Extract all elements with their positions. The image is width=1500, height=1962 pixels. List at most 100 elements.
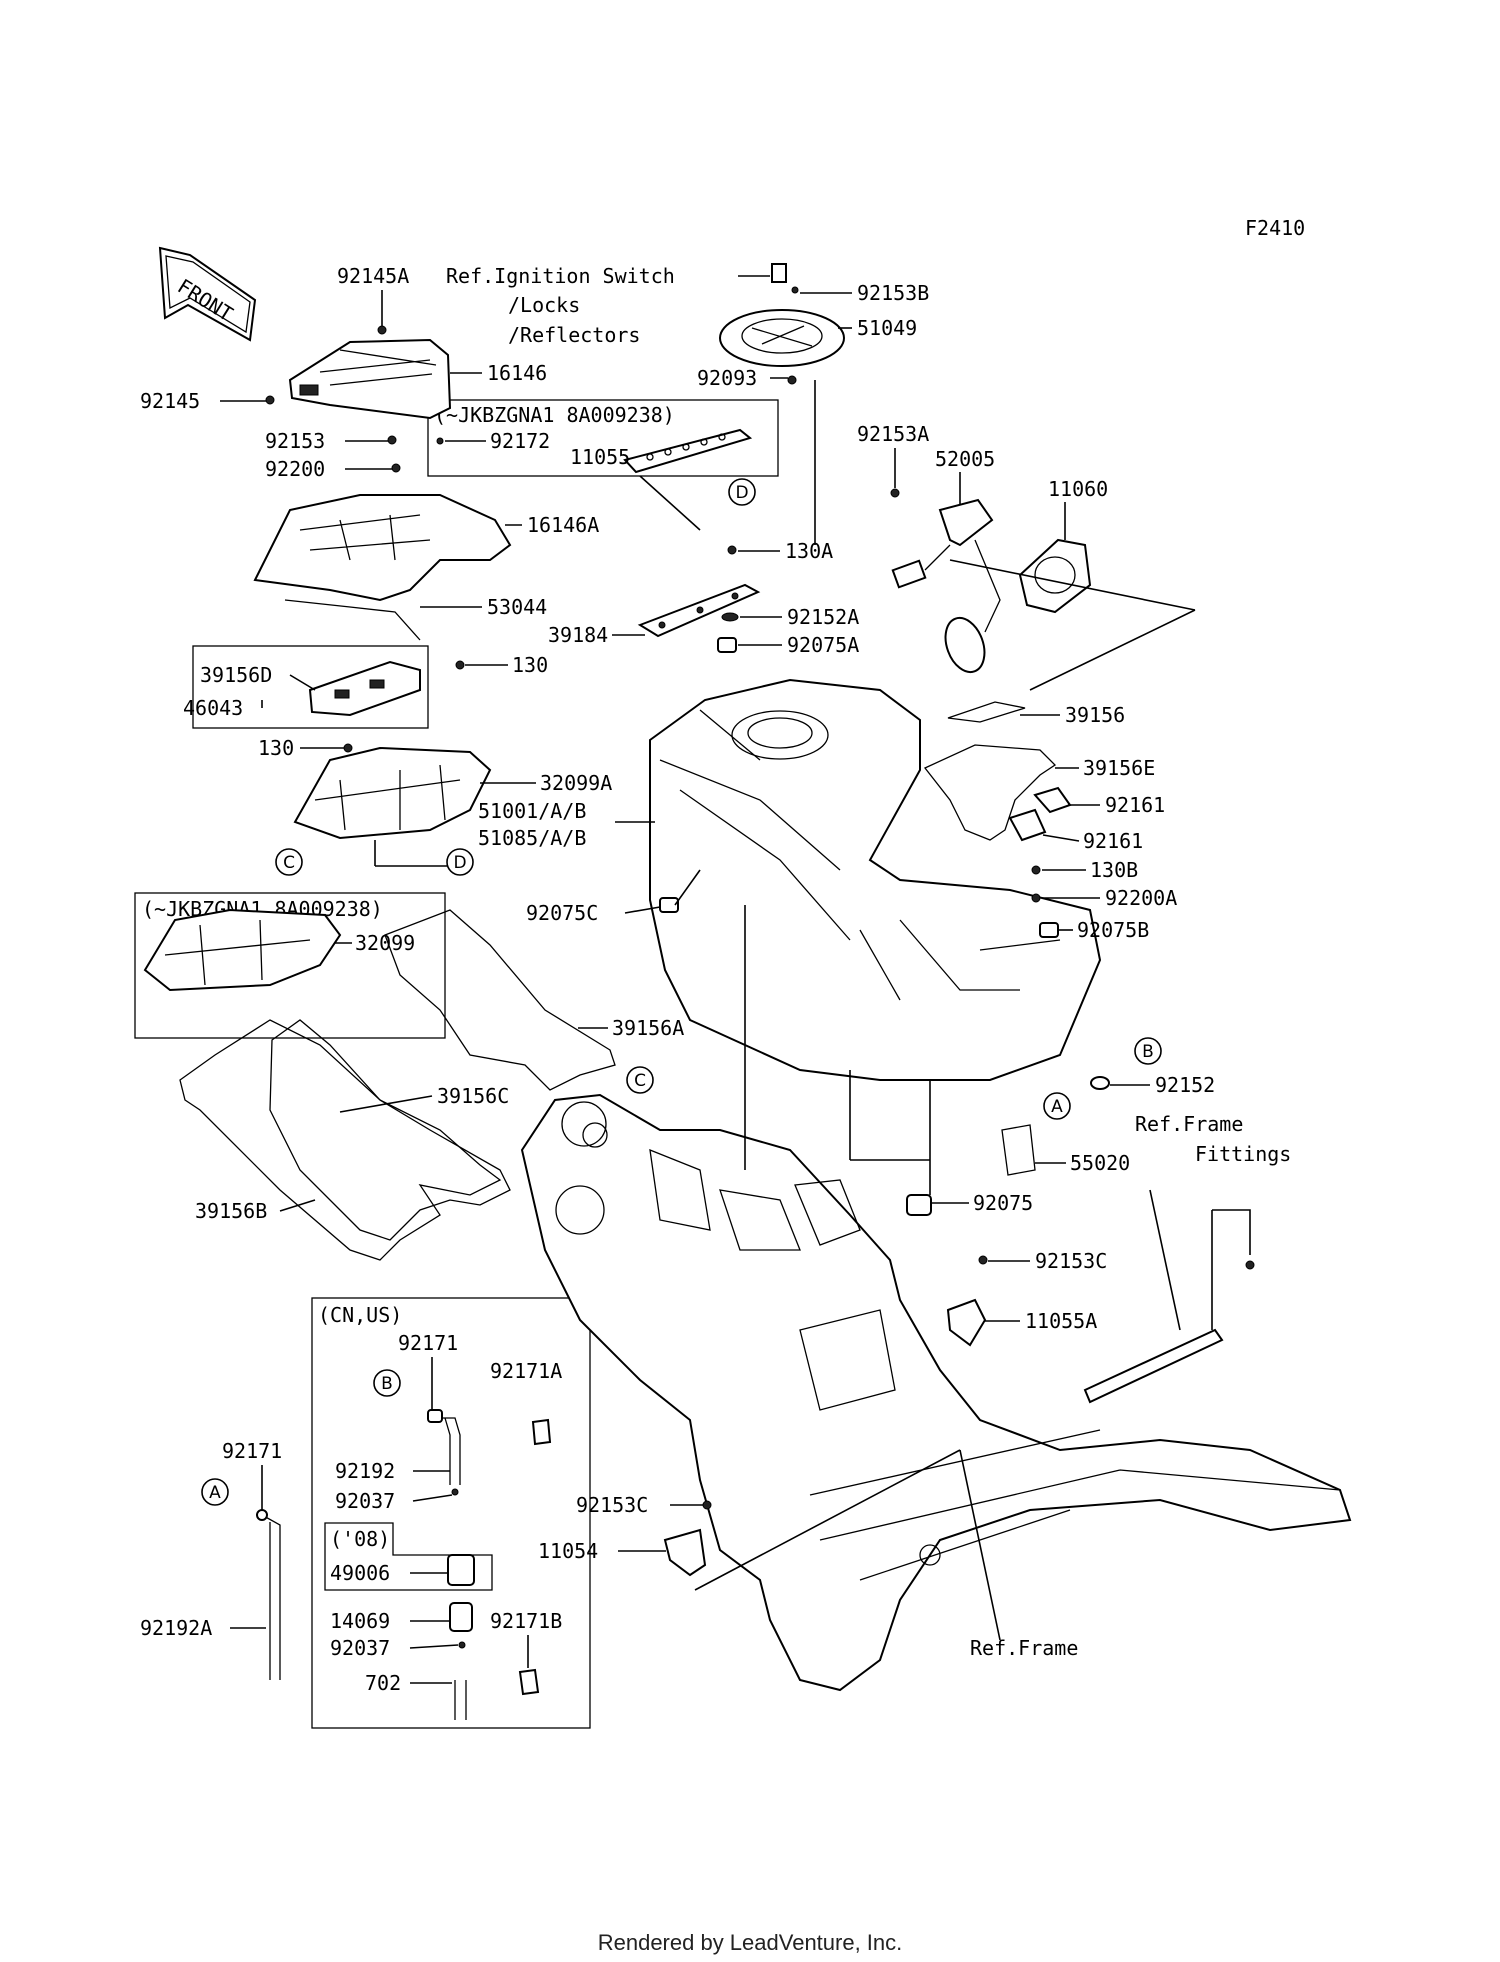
year-box-label: ('08) [330,1527,390,1551]
collar-92152A [721,612,739,622]
gasket-39156C [269,1019,511,1241]
tray-32099A [293,746,492,840]
clip-92171A [531,1418,552,1446]
label-39156E: 39156E [1083,756,1155,780]
year-box [324,1522,493,1591]
label-16146A: 16146A [527,513,599,537]
ignition-ref-line3: /Reflectors [508,323,640,347]
strip-53044 [284,599,421,641]
region-box-label: (CN,US) [318,1303,402,1327]
label-92153A: 92153A [857,422,929,446]
label-51085: 51085/A/B [478,826,586,850]
fuel-pump-52005 [891,498,1001,674]
label-92171A: 92171A [490,1359,562,1383]
label-39156A: 39156A [612,1016,684,1040]
label-11060: 11060 [1048,477,1108,501]
svg-text:C: C [283,853,295,873]
gasket-39156A [384,909,616,1091]
region-box [311,1297,591,1729]
gasket-39156B [179,1019,502,1261]
bracket-11054 [663,1528,707,1577]
vin-note-box-top [427,399,779,477]
label-53044: 53044 [487,595,547,619]
bolt-130-b [343,743,353,753]
label-92153C-a: 92153C [1035,1249,1107,1273]
footer-credit: Rendered by LeadVenture, Inc. [597,1930,903,1955]
label-92152A: 92152A [787,605,859,629]
grommet-92075A [717,637,737,653]
label-11054: 11054 [538,1539,598,1563]
label-11055A: 11055A [1025,1309,1097,1333]
washer-92200A [1031,893,1041,903]
label-32099A: 32099A [540,771,612,795]
label-92037-a: 92037 [335,1489,395,1513]
bracket-39184 [637,583,761,638]
label-32099: 32099 [355,931,415,955]
label-92200A: 92200A [1105,886,1177,910]
label-92171B: 92171B [490,1609,562,1633]
label-51049: 51049 [857,316,917,340]
label-92171-left: 92171 [222,1439,282,1463]
washer-92200 [391,463,401,473]
pad-55020 [1001,1124,1036,1176]
ref-frame-fittings-line2: Fittings [1195,1142,1291,1166]
hose-702 [454,1680,467,1720]
label-92152: 92152 [1155,1073,1215,1097]
label-92075B: 92075B [1077,918,1149,942]
hose-92192 [427,1409,461,1485]
canister-49006 [447,1554,475,1586]
clip-92171B [518,1668,540,1696]
vin-note-box-left [134,892,446,1039]
damper-92161-b [1008,808,1047,842]
label-39156C: 39156C [437,1084,509,1108]
screw-92172 [436,437,444,445]
grommet-92075B [1039,922,1059,938]
label-55020: 55020 [1070,1151,1130,1175]
label-130-a: 130 [512,653,548,677]
label-92153C-b: 92153C [576,1493,648,1517]
grommet-92075 [906,1194,932,1216]
svg-text:B: B [1142,1042,1154,1062]
gasket-11060 [1018,538,1092,614]
label-14069: 14069 [330,1609,390,1633]
bolt-130A [727,545,737,555]
label-92192A: 92192A [140,1616,212,1640]
label-52005: 52005 [935,447,995,471]
hose-92192A [261,1514,281,1680]
label-130A: 130A [785,539,833,563]
label-92172: 92172 [490,429,550,453]
svg-text:A: A [209,1483,221,1503]
label-92171-box: 92171 [398,1331,458,1355]
label-16146: 16146 [487,361,547,385]
svg-text:D: D [453,853,466,873]
fuel-tank-51001 [649,678,1102,1081]
bolt-130B [1031,865,1041,875]
part-labels: 92145A 92153B 51049 16146 92145 92093 92… [140,264,1215,1695]
damper-92161-a [1033,786,1072,814]
bolt-92153C-a [978,1255,988,1265]
clamp-92171 [256,1509,268,1521]
grommet-92075C [659,897,679,913]
tray-32099 [143,908,342,992]
ref-frame-fittings-line1: Ref.Frame [1135,1112,1243,1136]
front-arrow-icon: FRONT [158,246,257,342]
label-130-b: 130 [258,736,294,760]
fittings-bar [1083,1328,1224,1404]
label-39184: 39184 [548,623,608,647]
label-49006: 49006 [330,1561,390,1585]
bolt-92153C-b [702,1500,712,1510]
label-702: 702 [365,1671,401,1695]
label-92153B: 92153B [857,281,929,305]
clamp-92037-b [458,1641,466,1649]
label-92145A: 92145A [337,264,409,288]
label-39156: 39156 [1065,703,1125,727]
label-92075: 92075 [973,1191,1033,1215]
callout-C-frame: C [626,1066,654,1094]
pad-39156 [947,701,1026,723]
label-11055: 11055 [570,445,630,469]
bolt-92153A [890,488,900,498]
label-92200: 92200 [265,457,325,481]
label-39156B: 39156B [195,1199,267,1223]
fuel-cap-51049 [719,263,845,385]
